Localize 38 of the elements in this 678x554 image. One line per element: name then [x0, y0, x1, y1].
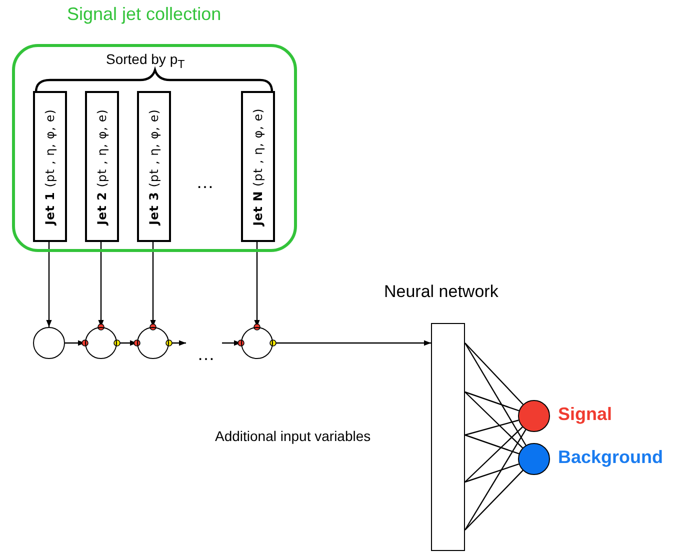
- connector-line: [464, 464, 519, 483]
- class-label: Background: [558, 447, 664, 468]
- connector-line: [464, 342, 526, 446]
- circle-node: [33, 327, 65, 359]
- jet-box: [137, 91, 171, 242]
- connector-line: [464, 429, 526, 530]
- annotation-text: Additional input variables: [215, 428, 371, 444]
- jet-label: Jet 2 (pt , η, φ, e): [95, 108, 109, 224]
- connector-line: [464, 470, 524, 530]
- jet-box: [241, 91, 275, 242]
- arrow: [222, 340, 241, 346]
- network-title: Neural network: [384, 282, 498, 302]
- connector-line: [464, 391, 520, 412]
- jet-label: Jet N (pt , η, φ, e): [251, 108, 265, 226]
- jet-label: Jet 3 (pt , η, φ, e): [147, 108, 161, 224]
- circle-node: [241, 327, 273, 359]
- jet-label: Jet 1 (pt , η, φ, e): [43, 108, 57, 224]
- circle-node: [137, 327, 169, 359]
- arrow: [46, 242, 52, 327]
- ellipsis: …: [197, 344, 215, 365]
- circle-node: [85, 327, 117, 359]
- arrow: [150, 242, 156, 327]
- connector-line: [464, 342, 524, 405]
- connector-line: [464, 392, 523, 448]
- connector-line: [464, 420, 519, 436]
- arrow: [254, 242, 260, 327]
- sort-label: Sorted by p$_{T}$: [106, 51, 185, 71]
- output-node-circle: [518, 400, 550, 432]
- ellipsis: …: [196, 172, 214, 193]
- connector-line: [464, 434, 520, 454]
- output-node-circle: [518, 443, 550, 475]
- class-label: Signal: [558, 404, 612, 425]
- jet-box: [33, 91, 67, 242]
- arrow: [98, 242, 104, 327]
- jet-box: [85, 91, 119, 242]
- connector-line: [464, 426, 523, 482]
- group-title: Signal jet collection: [67, 4, 222, 25]
- arrow: [65, 340, 85, 346]
